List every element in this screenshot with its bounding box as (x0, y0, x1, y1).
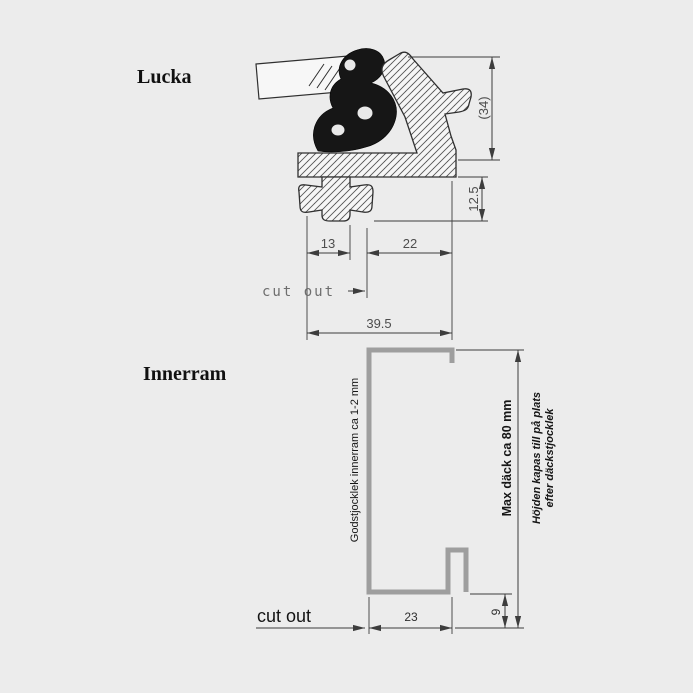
max-deck-note: Max däck ca 80 mm (500, 400, 514, 517)
anchor-t-piece-shape (298, 176, 374, 222)
dim-9-value: 9 (489, 608, 503, 615)
dim-34-value: (34) (476, 96, 491, 119)
height-note-line1: Höjden kapas till på plats (531, 392, 543, 524)
panel-material-marks (308, 63, 341, 91)
seal-chamber-hole (357, 106, 373, 120)
innerram-section: Godstjocklek innerram ca 1-2 mm Max däck… (143, 347, 556, 634)
dim-13-value: 13 (321, 236, 335, 251)
inner-frame-profile-shape (366, 347, 469, 595)
dim-23-value: 23 (404, 610, 418, 624)
frame-extrusion-shape (297, 51, 472, 178)
lucka-section: (34) 12.5 13 22 cut out 39.5 Lucka (137, 48, 500, 340)
dim-22-value: 22 (403, 236, 417, 251)
height-note-line2: efter däckstjocklek (544, 408, 556, 508)
seal-chamber-hole (331, 124, 345, 136)
wall-thickness-note: Godstjocklek innerram ca 1-2 mm (349, 378, 361, 542)
cut-out-label-bottom: cut out (257, 606, 311, 626)
dim-125-value: 12.5 (466, 186, 481, 211)
innerram-label: Innerram (143, 363, 227, 385)
lucka-label: Lucka (137, 66, 191, 88)
seal-chamber-hole (344, 59, 356, 71)
cut-out-label-top: cut out (262, 284, 335, 300)
dim-395-value: 39.5 (366, 316, 391, 331)
